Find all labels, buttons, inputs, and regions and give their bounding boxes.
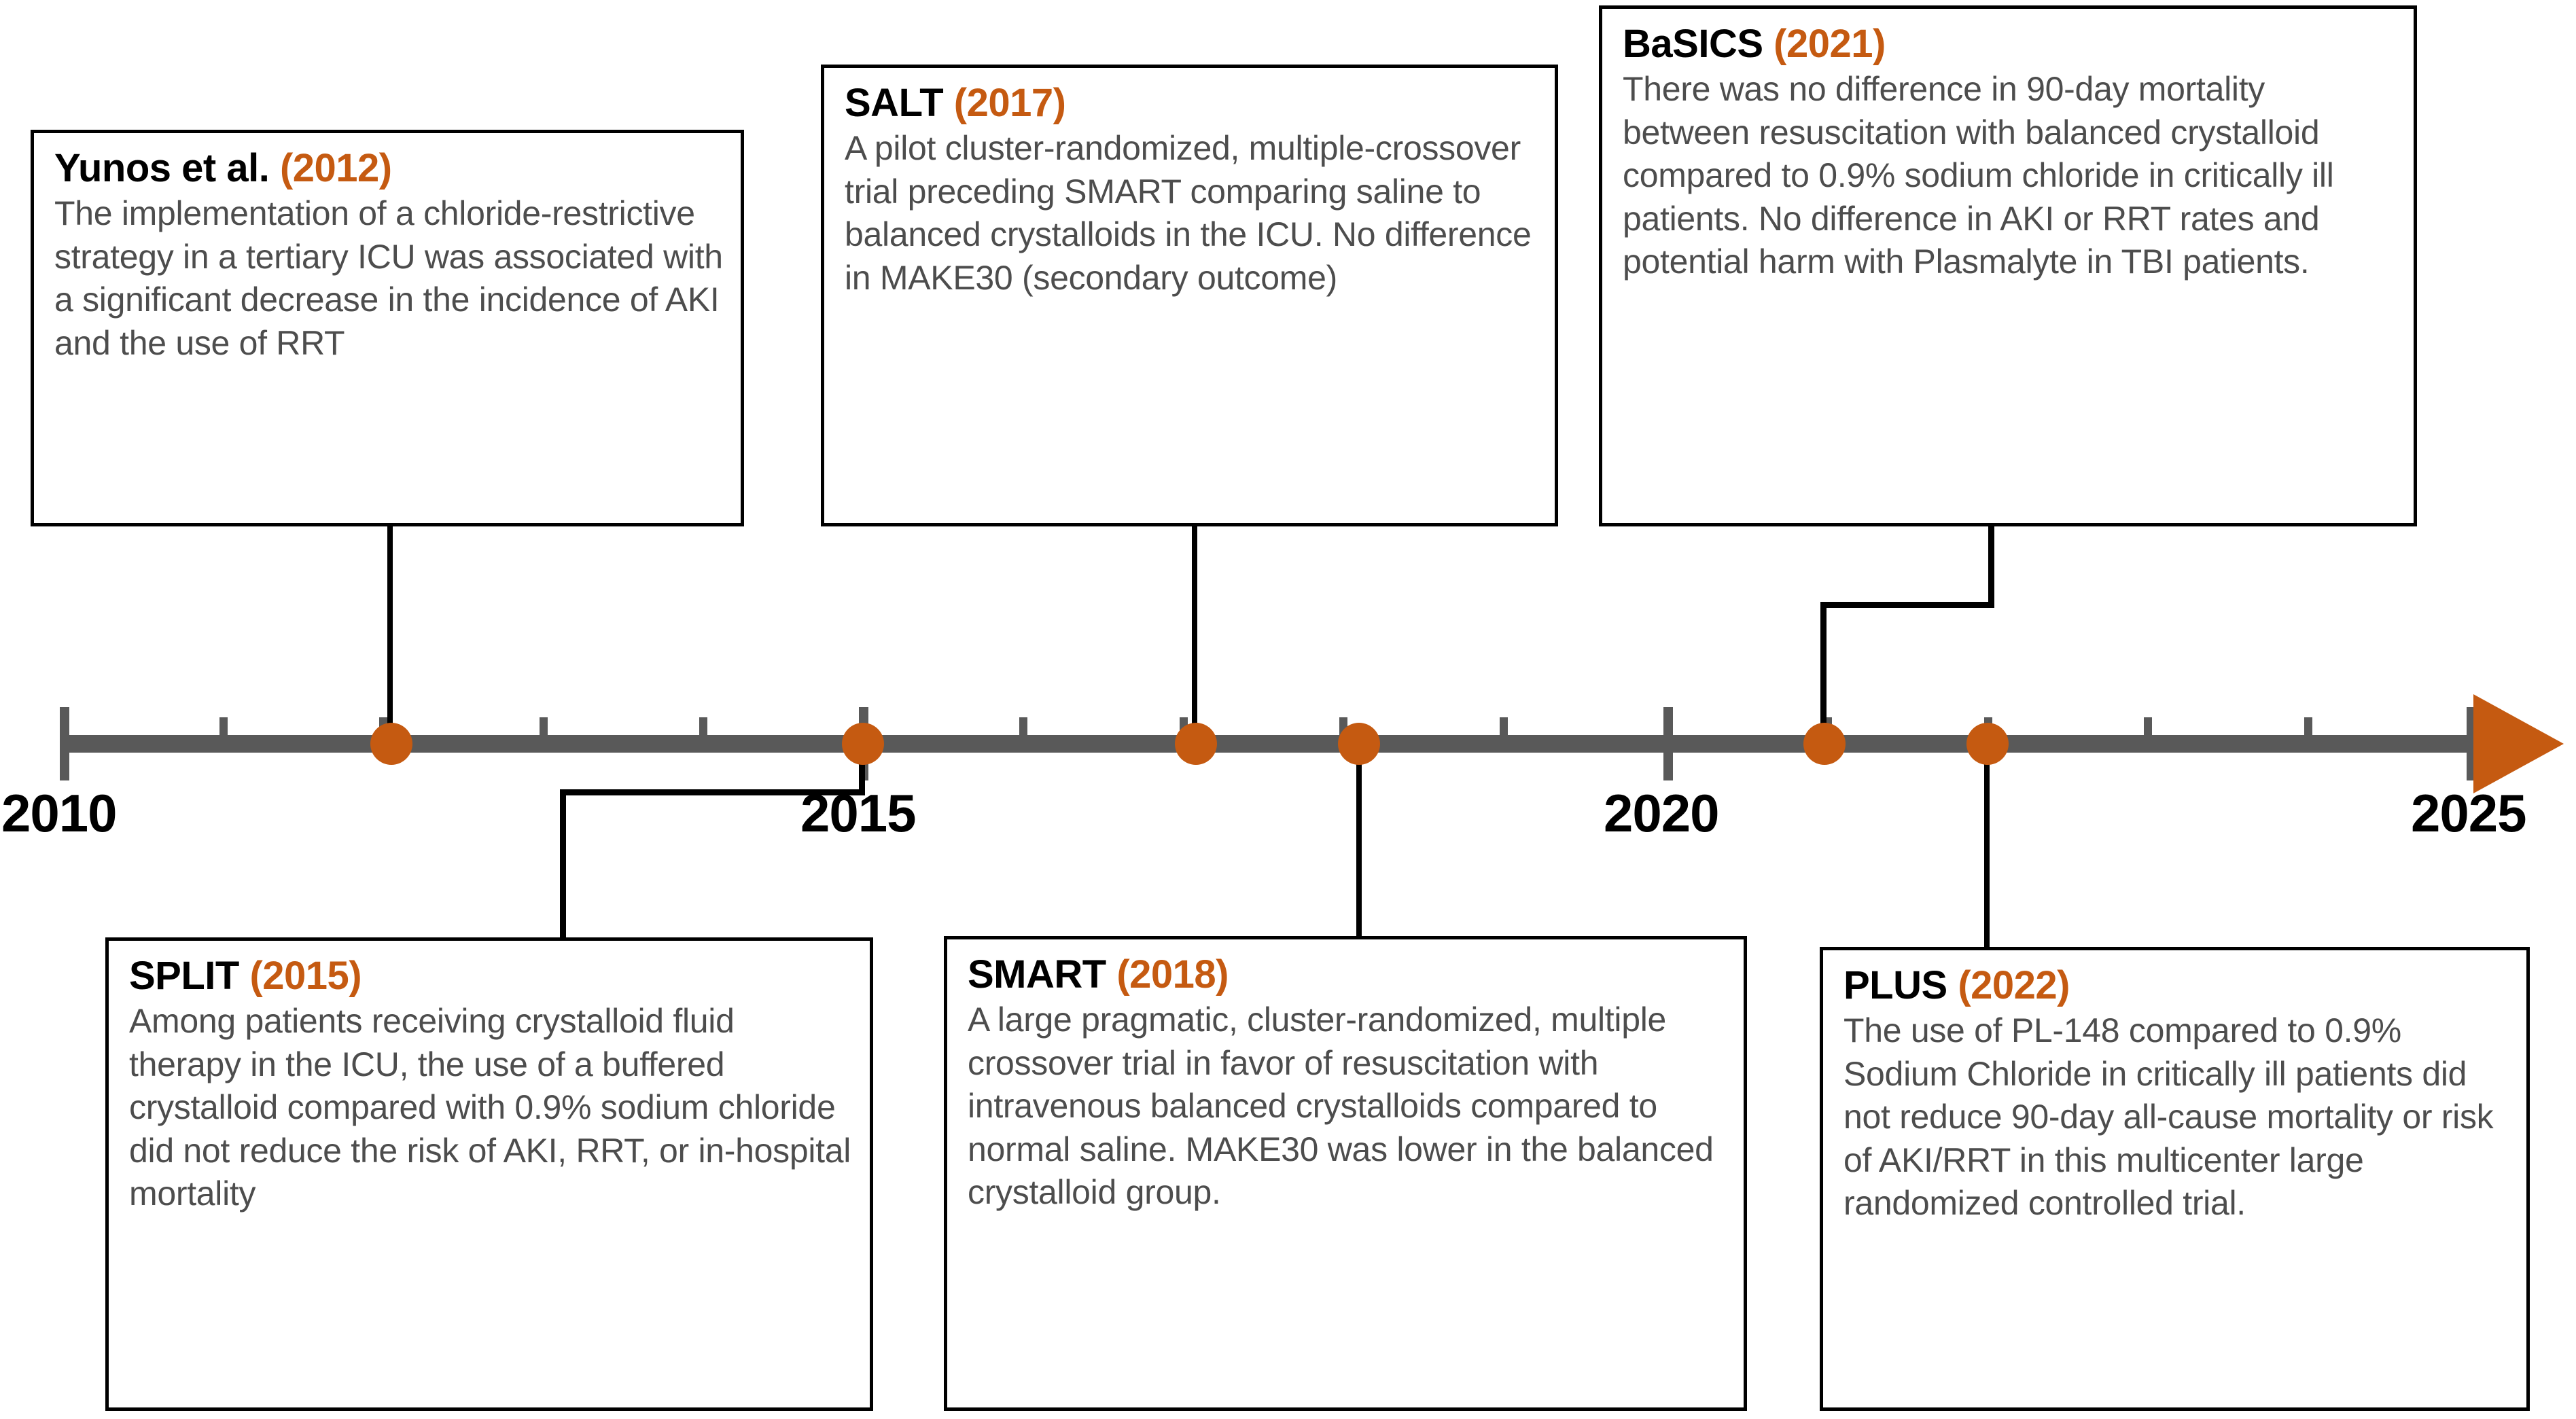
event-title-yunos: Yunos et al. (2012) — [54, 145, 723, 191]
event-year-salt: (2017) — [953, 81, 1066, 125]
axis-label-2025: 2025 — [2411, 783, 2527, 843]
axis-tick-minor-2011 — [219, 717, 228, 753]
event-card-basics[interactable]: BaSICS (2021) There was no difference in… — [1599, 5, 2417, 526]
event-title-basics: BaSICS (2021) — [1623, 21, 2396, 67]
timeline-dot-split[interactable] — [842, 723, 884, 765]
timeline-dot-yunos[interactable] — [370, 723, 412, 765]
event-body-split: Among patients receiving crystalloid flu… — [129, 1002, 851, 1213]
event-year-basics: (2021) — [1774, 22, 1886, 66]
event-card-yunos[interactable]: Yunos et al. (2012) The implementation o… — [31, 130, 744, 526]
connector-salt — [1192, 526, 1197, 730]
timeline-axis-line — [65, 735, 2484, 753]
event-name-yunos: Yunos et al. — [54, 146, 270, 190]
connector-plus — [1984, 761, 1990, 950]
timeline-dot-plus[interactable] — [1966, 723, 2009, 765]
event-name-smart: SMART — [968, 952, 1106, 996]
event-title-salt: SALT (2017) — [845, 80, 1537, 126]
axis-tick-major-2020 — [1663, 707, 1673, 780]
event-card-split[interactable]: SPLIT (2015) Among patients receiving cr… — [105, 937, 873, 1411]
timeline-arrow-icon — [2473, 694, 2564, 793]
timeline-dot-smart[interactable] — [1338, 723, 1380, 765]
event-year-yunos: (2012) — [279, 146, 392, 190]
connector-smart — [1356, 761, 1362, 939]
connector-split-seg1 — [859, 761, 865, 795]
event-body-basics: There was no difference in 90-day mortal… — [1623, 70, 2334, 281]
axis-tick-minor-2014 — [699, 717, 707, 753]
axis-label-2020: 2020 — [1604, 783, 1720, 843]
connector-split-seg2 — [560, 789, 865, 795]
axis-tick-minor-2019 — [1500, 717, 1508, 753]
axis-tick-major-2010 — [60, 707, 69, 780]
axis-tick-minor-2016 — [1019, 717, 1027, 753]
connector-basics-seg1 — [1988, 526, 1994, 608]
event-year-smart: (2018) — [1116, 952, 1229, 996]
event-body-yunos: The implementation of a chloride-restric… — [54, 194, 723, 362]
event-body-smart: A large pragmatic, cluster-randomized, m… — [968, 1001, 1714, 1212]
event-body-plus: The use of PL-148 compared to 0.9% Sodiu… — [1843, 1011, 2494, 1223]
event-name-split: SPLIT — [129, 954, 239, 998]
axis-tick-minor-2023 — [2144, 717, 2152, 753]
event-title-plus: PLUS (2022) — [1843, 963, 2509, 1008]
event-name-salt: SALT — [845, 81, 944, 125]
connector-split-seg3 — [560, 789, 566, 940]
event-name-plus: PLUS — [1843, 963, 1947, 1007]
timeline-dot-basics[interactable] — [1803, 723, 1846, 765]
event-name-basics: BaSICS — [1623, 22, 1763, 66]
axis-tick-minor-2013 — [540, 717, 548, 753]
event-year-split: (2015) — [249, 954, 362, 998]
event-card-plus[interactable]: PLUS (2022) The use of PL-148 compared t… — [1820, 947, 2530, 1411]
axis-tick-minor-2024 — [2304, 717, 2312, 753]
connector-basics-seg2 — [1820, 602, 1994, 608]
event-body-salt: A pilot cluster-randomized, multiple-cro… — [845, 129, 1532, 297]
event-card-smart[interactable]: SMART (2018) A large pragmatic, cluster-… — [944, 936, 1747, 1411]
event-title-split: SPLIT (2015) — [129, 953, 852, 999]
event-title-smart: SMART (2018) — [968, 952, 1726, 997]
timeline-dot-salt[interactable] — [1175, 723, 1217, 765]
connector-yunos — [387, 526, 393, 730]
axis-label-2010: 2010 — [1, 783, 118, 843]
event-year-plus: (2022) — [1958, 963, 2070, 1007]
connector-basics-seg3 — [1820, 602, 1827, 731]
event-card-salt[interactable]: SALT (2017) A pilot cluster-randomized, … — [821, 65, 1558, 526]
